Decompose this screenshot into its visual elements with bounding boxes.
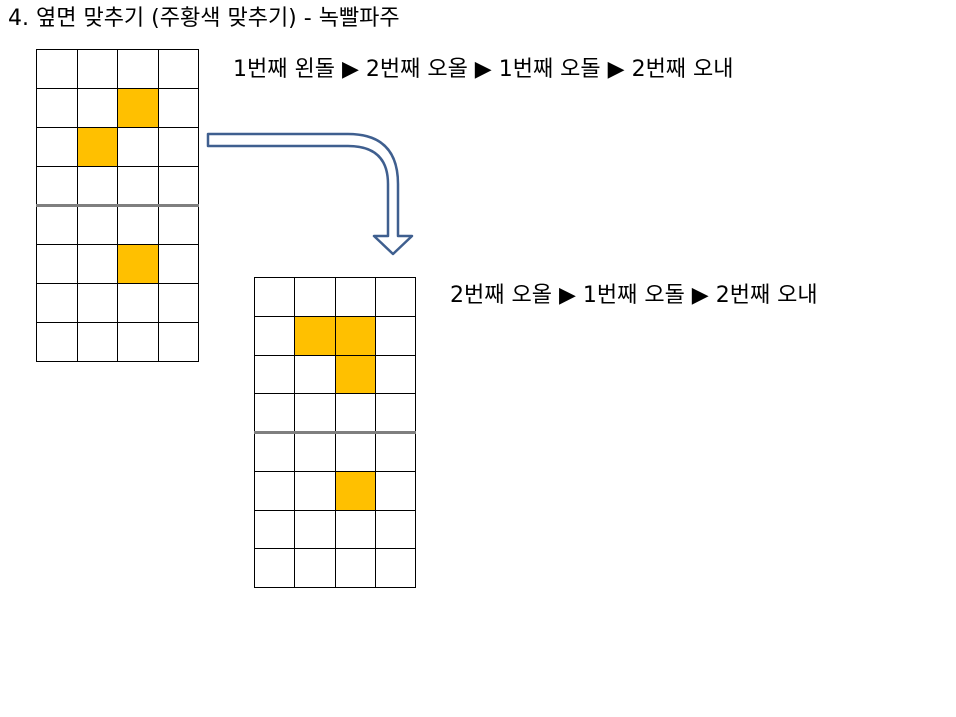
orange-cell bbox=[334, 315, 375, 355]
orange-cell bbox=[117, 88, 158, 127]
steps-first-text: 1번째 왼돌 ▶ 2번째 오올 ▶ 1번째 오돌 ▶ 2번째 오내 bbox=[233, 57, 734, 82]
grid-before bbox=[36, 49, 199, 362]
orange-cell bbox=[294, 315, 335, 355]
orange-cell bbox=[334, 470, 375, 510]
grid-divider bbox=[36, 204, 199, 207]
grid-divider bbox=[254, 431, 416, 434]
orange-cell bbox=[76, 127, 117, 166]
grid-after bbox=[254, 277, 416, 588]
steps-second-text: 2번째 오올 ▶ 1번째 오돌 ▶ 2번째 오내 bbox=[450, 283, 818, 308]
curved-arrow-icon bbox=[206, 132, 414, 256]
page-title: 4. 옆면 맞추기 (주황색 맞추기) - 녹빨파주 bbox=[8, 6, 400, 31]
orange-cell bbox=[117, 244, 158, 283]
orange-cell bbox=[334, 354, 375, 394]
